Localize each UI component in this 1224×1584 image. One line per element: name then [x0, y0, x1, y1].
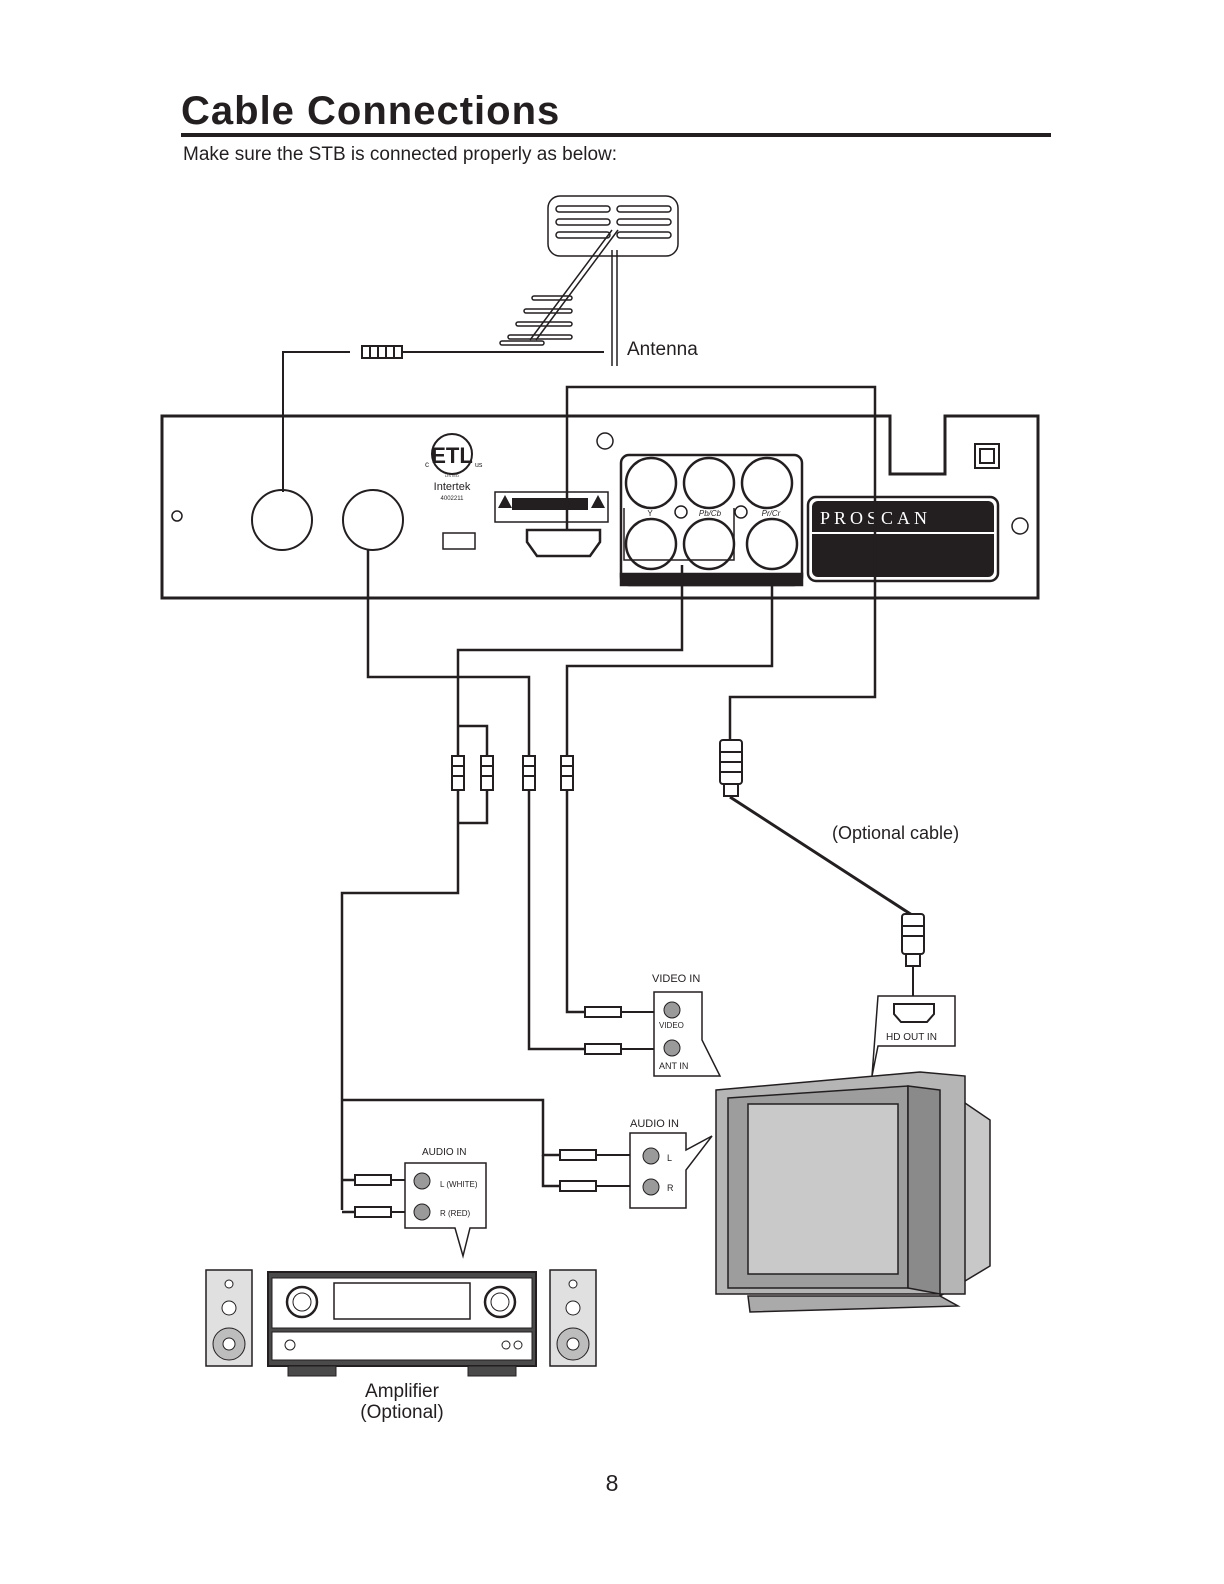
amplifier-label: Amplifier [365, 1381, 440, 1402]
svg-text:R (RED): R (RED) [440, 1209, 471, 1218]
svg-text:ANT IN: ANT IN [659, 1061, 688, 1071]
svg-text:4002211: 4002211 [441, 496, 465, 502]
antenna-label: Antenna [627, 339, 698, 360]
svg-text:VIDEO IN: VIDEO IN [652, 973, 700, 985]
svg-text:AUDIO IN: AUDIO IN [630, 1118, 679, 1130]
component-y-label: Y [647, 509, 653, 518]
svg-text:HD OUT IN: HD OUT IN [886, 1032, 937, 1043]
svg-text:us: us [475, 462, 483, 469]
tv-hd-panel: HD OUT IN [872, 996, 955, 1076]
svg-text:Intertek: Intertek [434, 481, 471, 493]
optional-cable-label: (Optional cable) [832, 823, 959, 843]
svg-text:VIDEO: VIDEO [659, 1021, 684, 1030]
svg-text:ETL: ETL [431, 443, 473, 468]
brand-plate: PROSCAN [808, 497, 998, 581]
svg-text:L: L [667, 1153, 672, 1163]
television-illustration [716, 1072, 990, 1312]
hdmi-plugs [720, 740, 924, 1000]
tv-video-in-panel: VIDEO IN VIDEO ANT IN [652, 973, 720, 1076]
component-pr-label: Pr/Cr [762, 509, 781, 518]
etl-certification-logo: ETL c us LISTED Intertek 4002211 [425, 434, 483, 502]
svg-text:LISTED: LISTED [445, 473, 459, 478]
svg-text:R: R [667, 1183, 674, 1193]
rca-plugs-horizontal [355, 1007, 660, 1217]
component-pb-label: Pb/Cb [699, 509, 722, 518]
av-jack-block [621, 455, 802, 585]
antenna-cable [283, 346, 604, 492]
amp-audio-in-panel: AUDIO IN L (WHITE) R (RED) [405, 1147, 486, 1256]
svg-text:c: c [425, 460, 429, 469]
amplifier-optional-label: (Optional) [360, 1402, 443, 1423]
hdmi-port [527, 530, 600, 556]
tv-audio-in-panel: AUDIO IN L R [630, 1118, 712, 1208]
page-number: 8 [0, 1470, 1224, 1497]
amplifier-illustration [206, 1270, 596, 1376]
rca-plugs [452, 756, 573, 790]
svg-text:AUDIO IN: AUDIO IN [422, 1147, 466, 1158]
warning-label [495, 492, 608, 522]
svg-text:L (WHITE): L (WHITE) [440, 1180, 478, 1189]
